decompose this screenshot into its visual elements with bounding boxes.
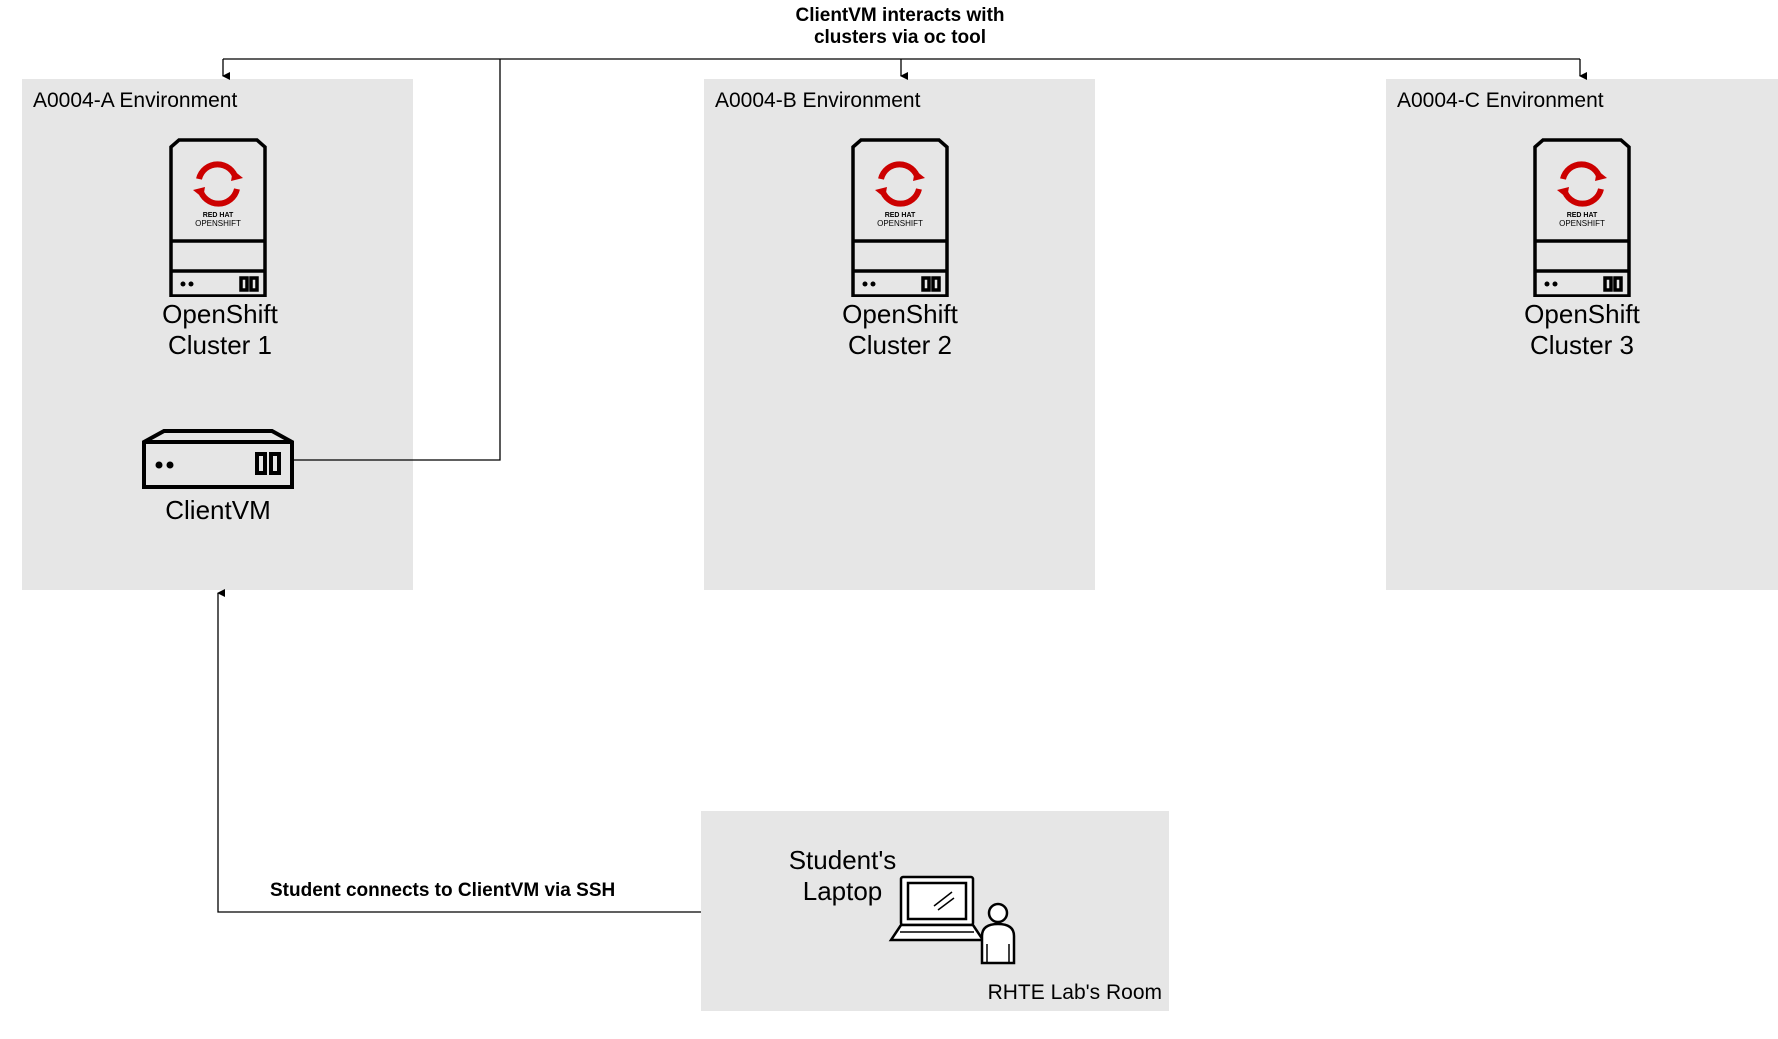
oc-connector — [293, 59, 501, 461]
logo-text-openshift: OPENSHIFT — [1559, 219, 1605, 228]
laptop-user-icon — [888, 875, 1016, 965]
openshift-logo-icon — [875, 161, 925, 207]
cluster-2-label-line2: Cluster 2 — [847, 330, 953, 360]
openshift-server-icon: RED HAT OPENSHIFT — [851, 138, 949, 297]
oc-annotation: ClientVM interacts with clusters via oc … — [760, 5, 1040, 49]
openshift-logo-icon — [1557, 161, 1607, 207]
client-vm-icon — [142, 429, 294, 489]
openshift-server-icon: RED HAT OPENSHIFT — [1533, 138, 1631, 297]
cluster-2-label-line1: OpenShift — [842, 299, 958, 329]
cluster-1-label-line2: Cluster 1 — [167, 330, 273, 360]
cluster-1-label: OpenShift Cluster 1 — [140, 299, 300, 361]
laptop-label-line1: Student's — [788, 845, 897, 875]
laptop-label-line2: Laptop — [802, 876, 883, 906]
laptop-label: Student's Laptop — [770, 845, 915, 907]
logo-text-redhat: RED HAT — [203, 212, 234, 219]
openshift-logo-icon — [193, 161, 243, 207]
logo-text-openshift: OPENSHIFT — [877, 219, 923, 228]
logo-text-redhat: RED HAT — [1567, 212, 1598, 219]
cluster-3-label: OpenShift Cluster 3 — [1502, 299, 1662, 361]
oc-annotation-line1: ClientVM interacts with — [795, 5, 1005, 26]
openshift-server-icon: RED HAT OPENSHIFT — [169, 138, 267, 297]
lab-room-title: RHTE Lab's Room — [987, 981, 1162, 1004]
cluster-3-label-line2: Cluster 3 — [1529, 330, 1635, 360]
environment-c: A0004-C Environment — [1386, 79, 1778, 590]
cluster-2-label: OpenShift Cluster 2 — [820, 299, 980, 361]
ssh-annotation: Student connects to ClientVM via SSH — [270, 880, 616, 901]
cluster-3-label-line1: OpenShift — [1524, 299, 1640, 329]
logo-text-openshift: OPENSHIFT — [195, 219, 241, 228]
environment-a-title: A0004-A Environment — [33, 89, 238, 112]
environment-c-title: A0004-C Environment — [1397, 89, 1604, 112]
environment-b-title: A0004-B Environment — [715, 89, 921, 112]
logo-text-redhat: RED HAT — [885, 212, 916, 219]
client-vm-label: ClientVM — [165, 495, 271, 525]
cluster-1-label-line1: OpenShift — [162, 299, 278, 329]
ssh-connector — [217, 589, 701, 913]
oc-annotation-line2: clusters via oc tool — [813, 27, 987, 48]
